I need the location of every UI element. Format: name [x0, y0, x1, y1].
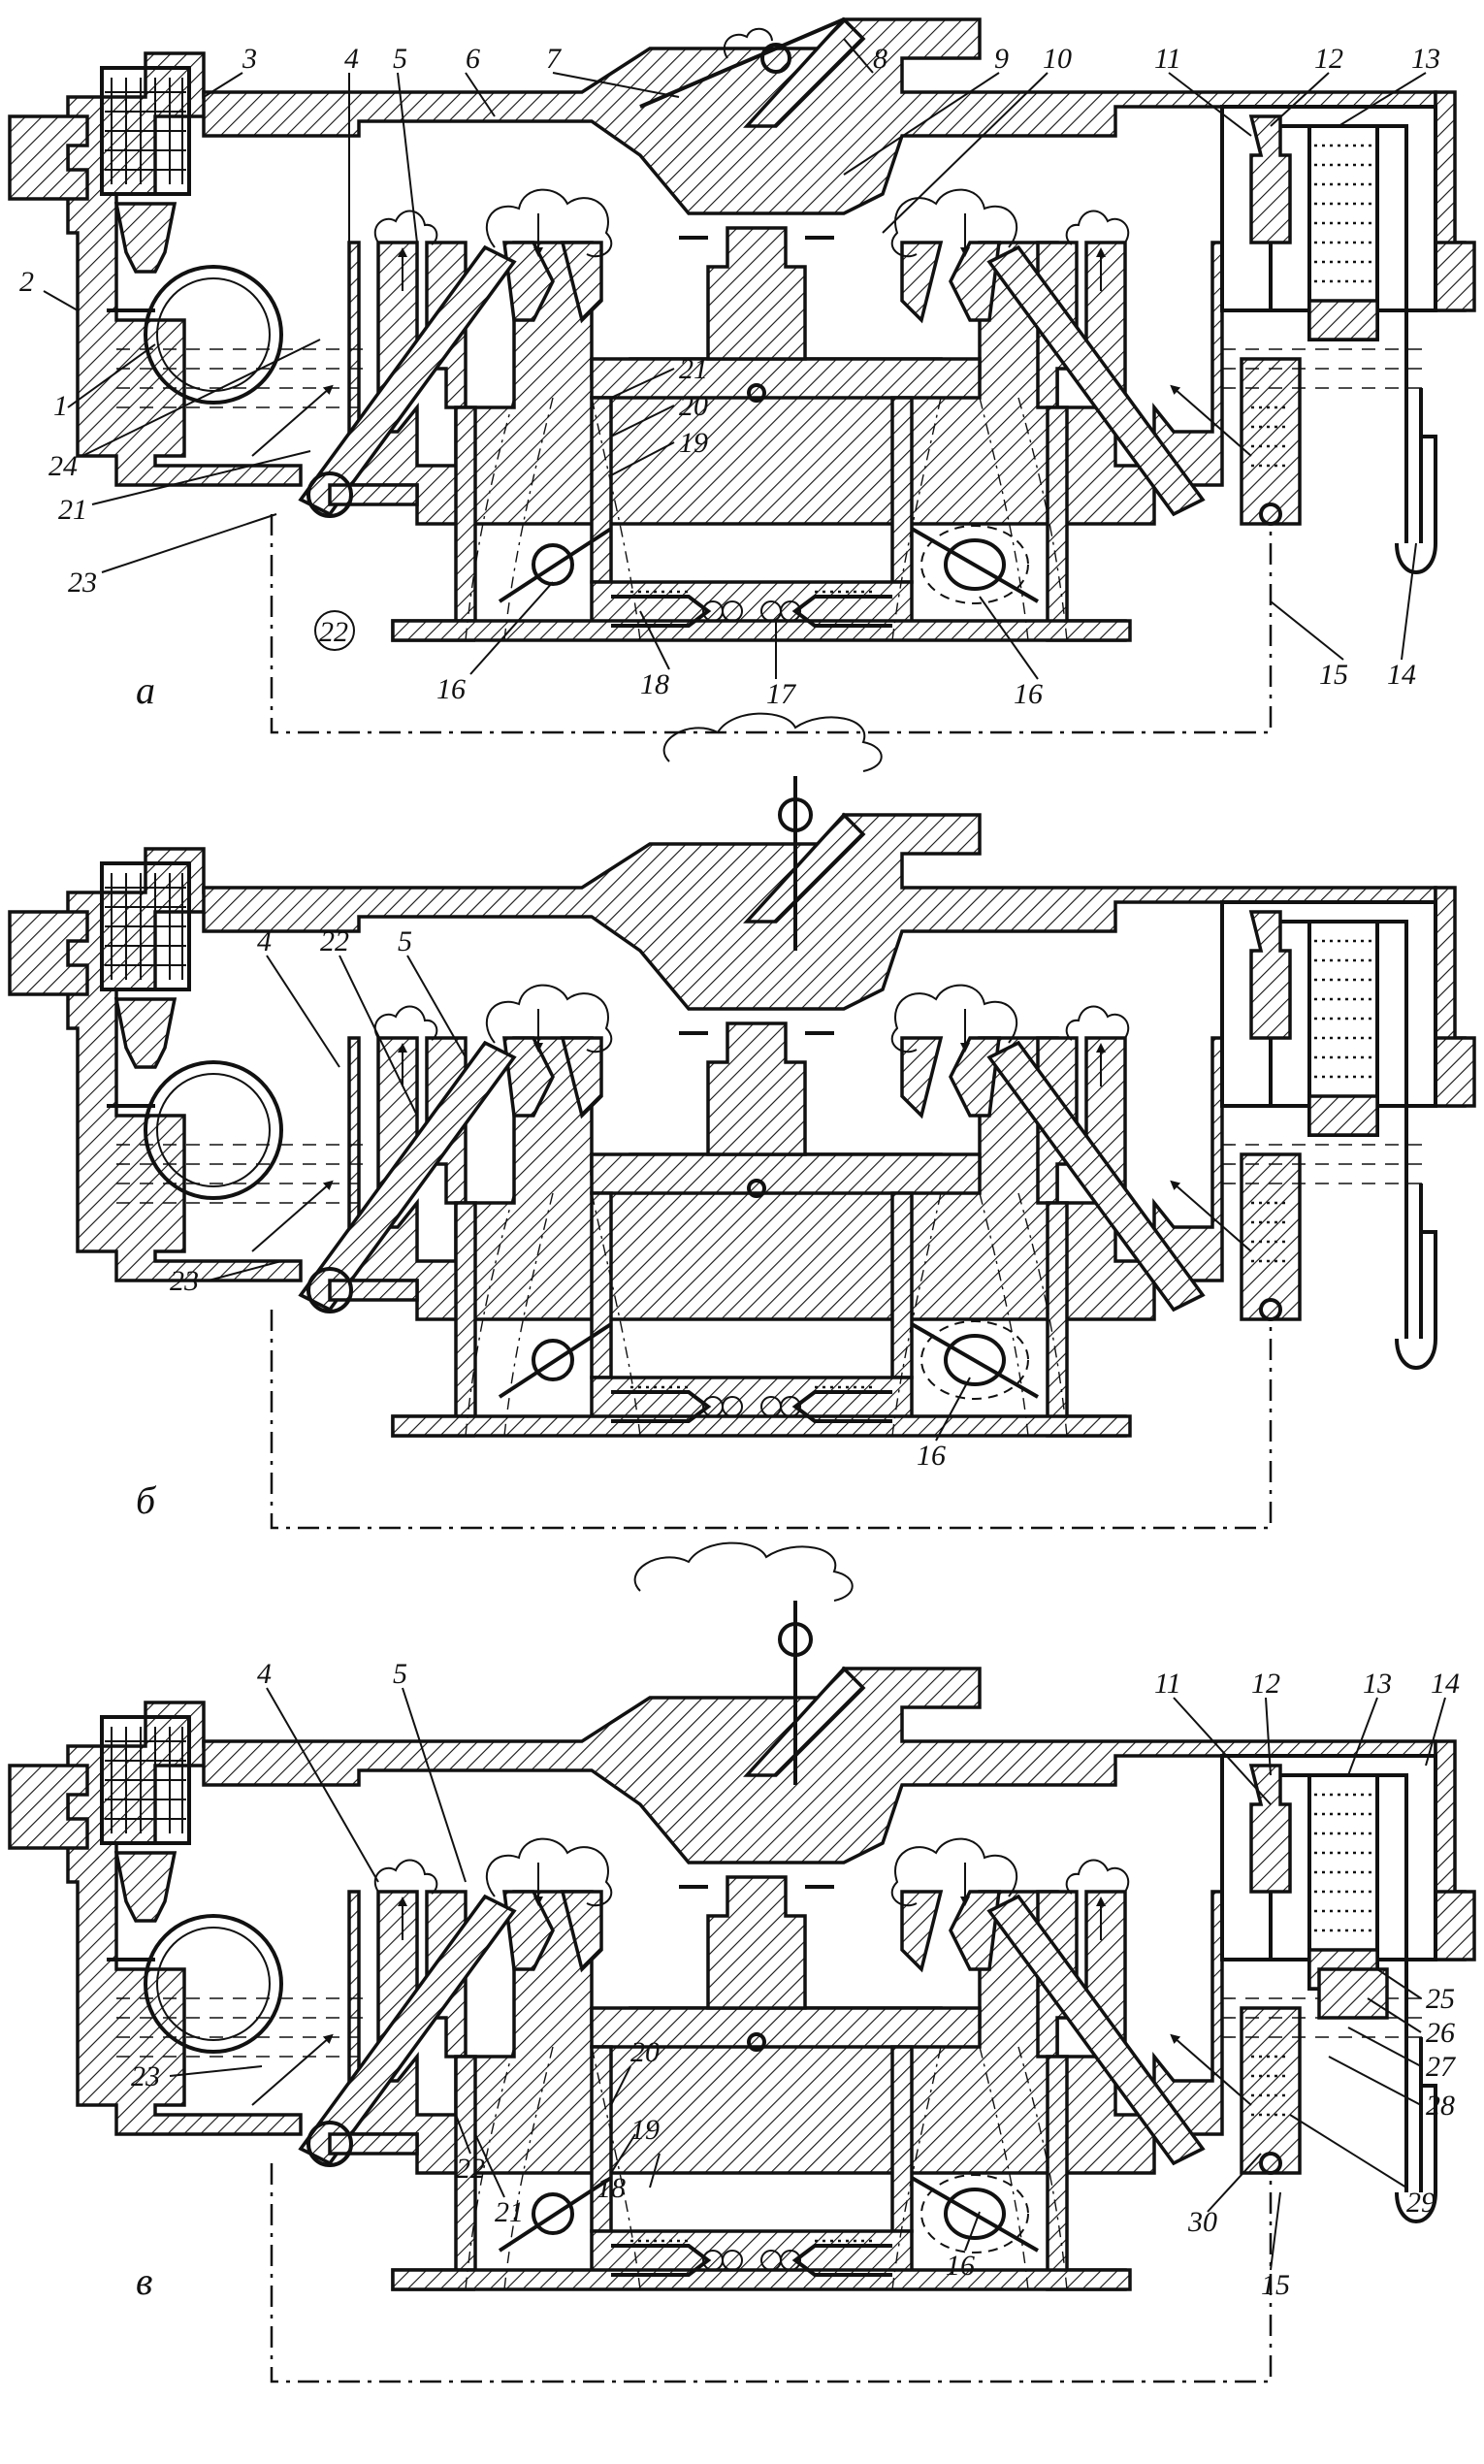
- callout-9: 9: [994, 43, 1009, 75]
- callout-1: 1: [53, 390, 68, 422]
- callout-5: 5: [393, 1658, 407, 1690]
- choke-plate: [639, 17, 845, 109]
- callout-6: 6: [466, 43, 480, 75]
- callout-12: 12: [1251, 1668, 1280, 1700]
- leader-lines-b: [208, 955, 971, 1442]
- callout-16b: 16: [1014, 678, 1043, 710]
- leader-lines-c: [169, 1687, 1446, 2271]
- panel-a: 1 2 3 4 5 6 7 8 9 10 11 12 13 24 21 23 2…: [10, 19, 1474, 732]
- panel-letter-c: в: [136, 2259, 152, 2303]
- callout-16: 16: [946, 2250, 975, 2282]
- callout-23: 23: [131, 2060, 160, 2092]
- callout-4: 4: [257, 1658, 272, 1690]
- callout-27: 27: [1426, 2051, 1457, 2083]
- choke-shaft: [778, 797, 813, 832]
- callout-3: 3: [242, 43, 257, 75]
- callout-11: 11: [1154, 43, 1181, 75]
- callout-14: 14: [1431, 1668, 1460, 1700]
- callout-2: 2: [19, 266, 34, 298]
- callout-30: 30: [1187, 2206, 1217, 2238]
- callout-22: 22: [456, 2153, 485, 2185]
- callout-8: 8: [873, 43, 887, 75]
- choke-shaft: [778, 1622, 813, 1657]
- callout-5: 5: [393, 43, 407, 75]
- callout-4: 4: [257, 925, 272, 957]
- panel-b: 4 22 5 23 16 б: [10, 712, 1474, 1528]
- callout-23: 23: [68, 567, 97, 599]
- choke-shaft: [760, 43, 791, 74]
- callout-22: 22: [319, 616, 348, 648]
- callout-19: 19: [630, 2114, 660, 2146]
- callout-18: 18: [597, 2172, 626, 2204]
- callout-18: 18: [640, 668, 669, 700]
- callout-16a: 16: [436, 673, 466, 705]
- callout-15: 15: [1261, 2269, 1290, 2301]
- callout-11: 11: [1154, 1668, 1181, 1700]
- callout-17: 17: [766, 678, 797, 710]
- callout-24: 24: [48, 450, 78, 482]
- callout-25: 25: [1426, 1983, 1455, 2015]
- callout-21: 21: [495, 2196, 524, 2228]
- callout-15: 15: [1319, 659, 1348, 691]
- callout-13: 13: [1363, 1668, 1392, 1700]
- panel-letter-a: а: [136, 668, 155, 712]
- callout-14: 14: [1387, 659, 1416, 691]
- callout-12: 12: [1314, 43, 1343, 75]
- enrichment-valve: [1317, 1967, 1389, 2020]
- callout-23: 23: [170, 1265, 199, 1297]
- callout-28: 28: [1426, 2090, 1455, 2122]
- callout-10: 10: [1043, 43, 1072, 75]
- callout-20: 20: [630, 2036, 660, 2068]
- callout-22-ring: [314, 610, 355, 651]
- leader-lines-a: [43, 38, 1427, 680]
- callout-7: 7: [546, 43, 563, 75]
- callout-5: 5: [398, 925, 412, 957]
- callout-20: 20: [679, 390, 708, 422]
- callout-13: 13: [1411, 43, 1440, 75]
- panel-letter-b: б: [136, 1478, 157, 1522]
- callout-26: 26: [1426, 2017, 1455, 2049]
- callout-21b: 21: [679, 353, 708, 385]
- callout-21a: 21: [58, 494, 87, 526]
- callout-16: 16: [917, 1440, 946, 1472]
- callout-4: 4: [344, 43, 359, 75]
- callout-22: 22: [320, 925, 349, 957]
- callout-29: 29: [1406, 2187, 1436, 2219]
- callout-19: 19: [679, 427, 708, 459]
- panel-c: 4 5 11 12 13 14 25 26 27 28 29 30 15 16 …: [10, 1541, 1474, 2382]
